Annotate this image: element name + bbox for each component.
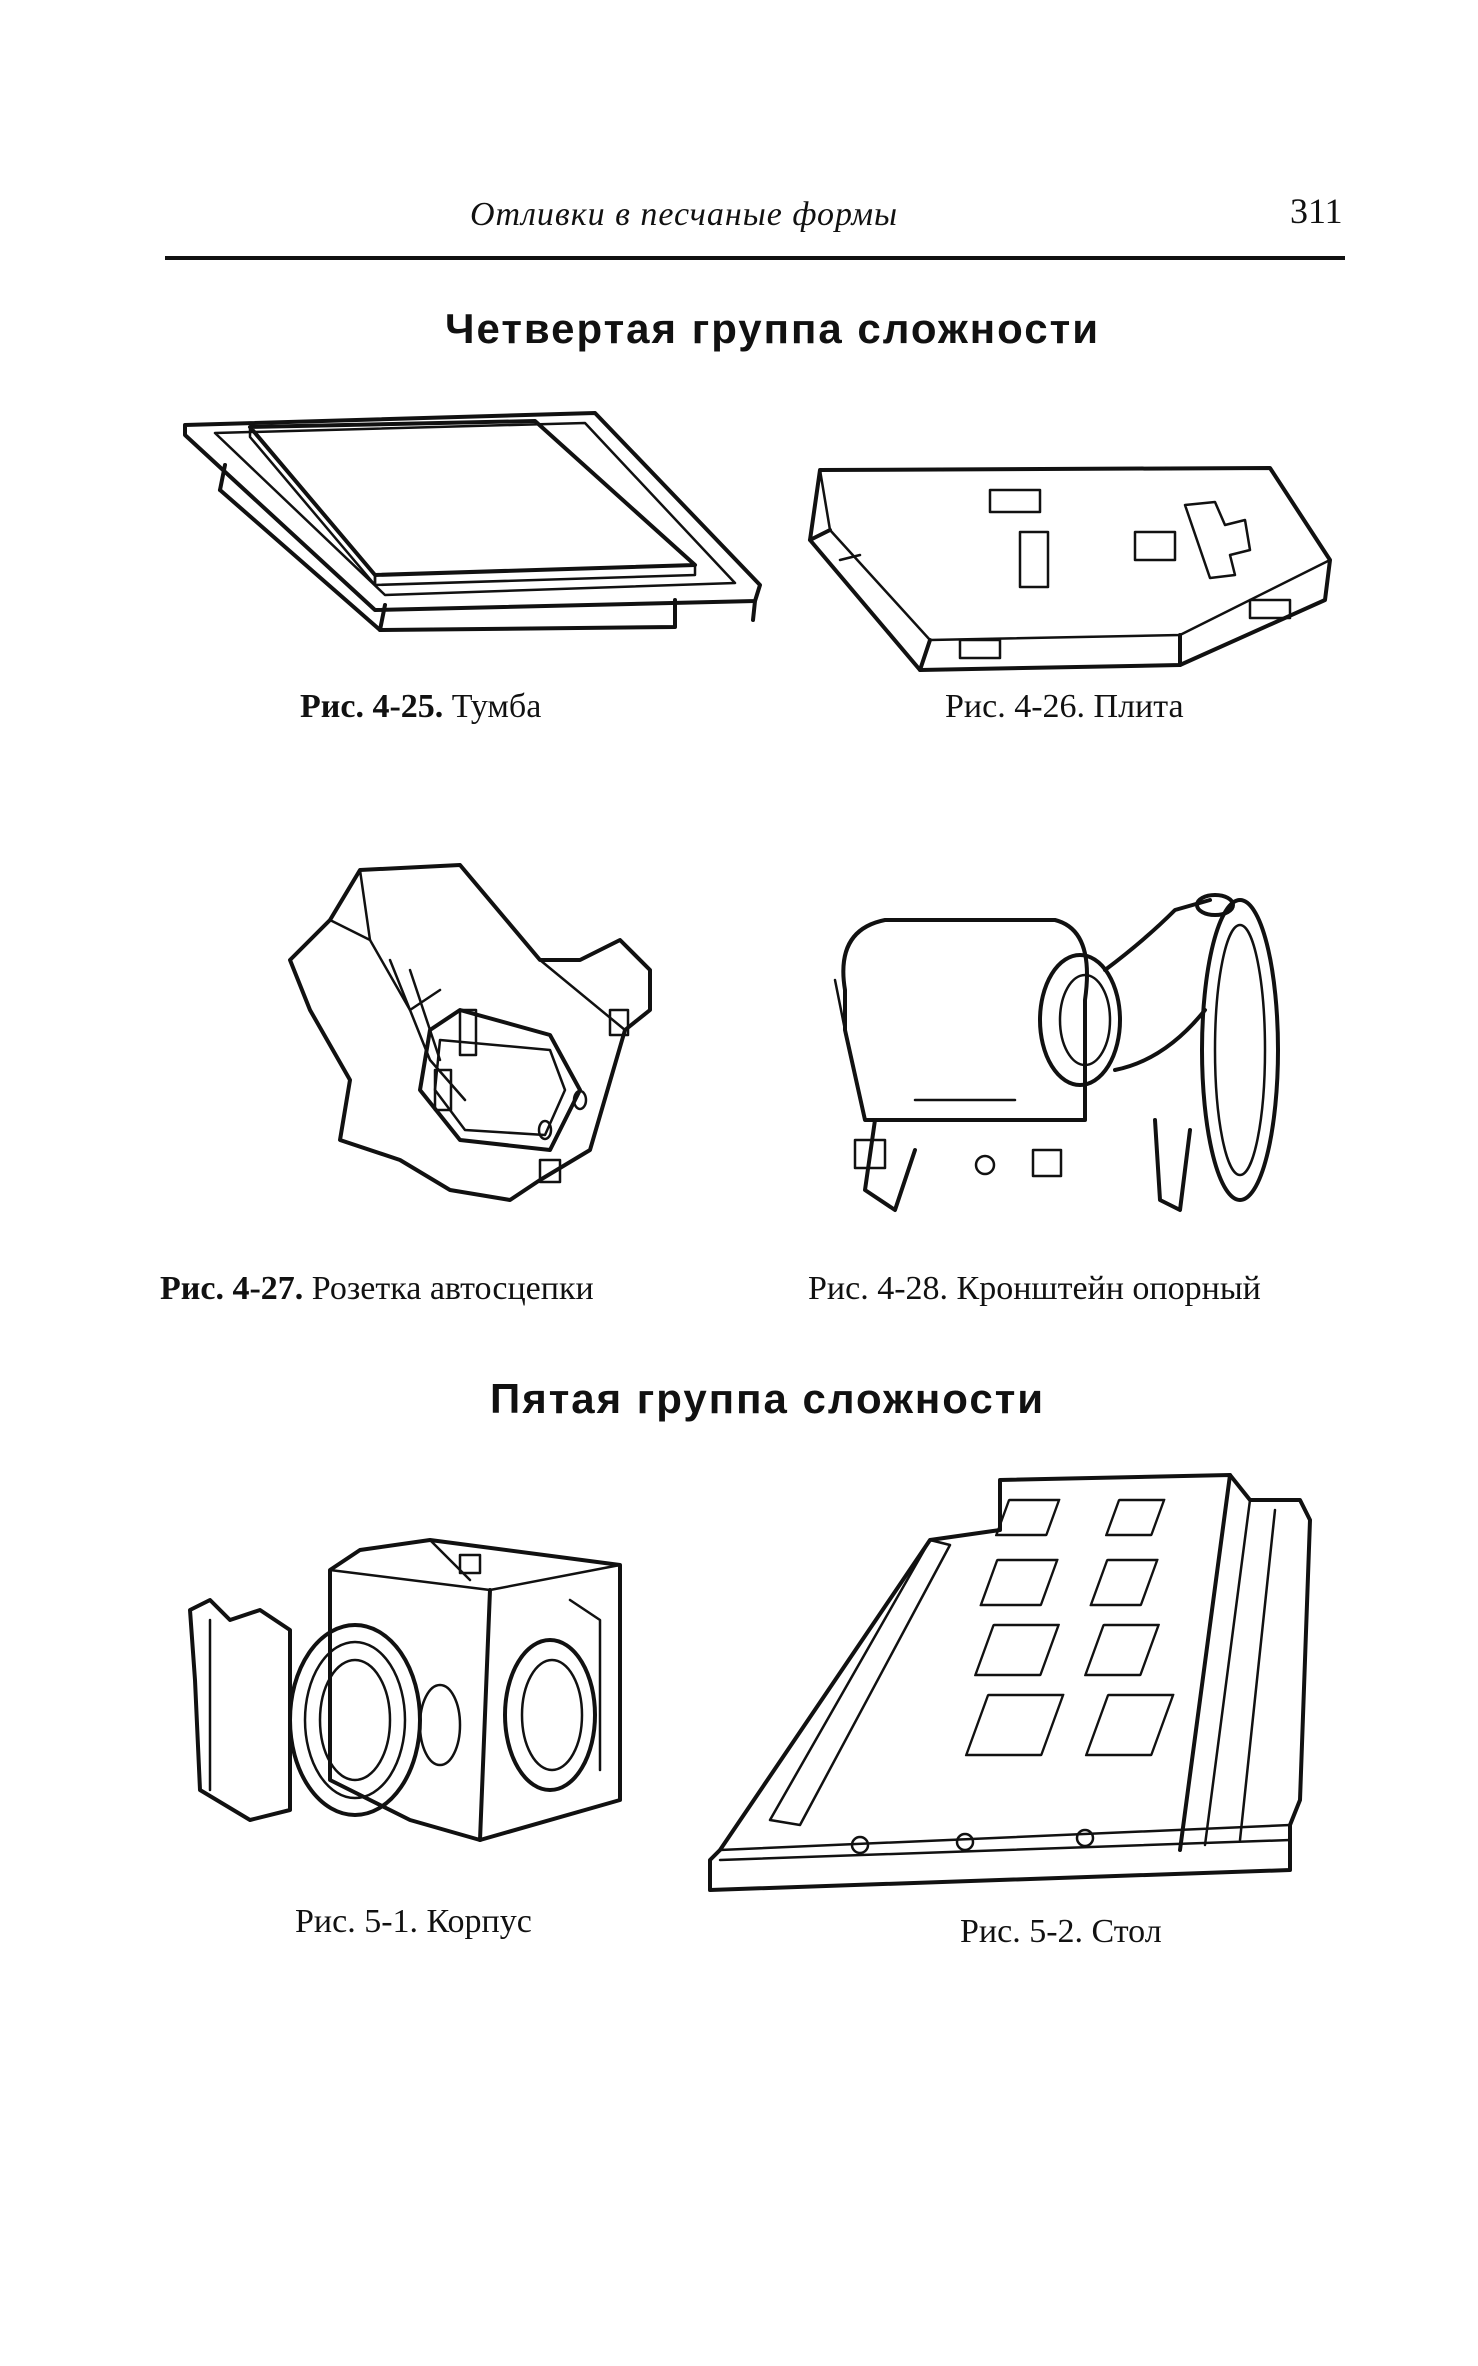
caption-fig-4-25: Рис. 4-25. Тумба xyxy=(300,688,541,726)
figure-number: Рис. 4-27. xyxy=(160,1270,304,1307)
figure-title: Стол xyxy=(1091,1913,1162,1950)
figure-title: Розетка автосцепки xyxy=(311,1270,594,1307)
support-bracket-icon xyxy=(833,893,1280,1212)
figure-number: Рис. 4-28. xyxy=(808,1270,949,1307)
figure-number: Рис. 5-2. xyxy=(960,1913,1084,1950)
table-casting-icon xyxy=(708,1473,1312,1892)
caption-fig-4-28: Рис. 4-28. Кронштейн опорный xyxy=(808,1270,1261,1308)
caption-fig-5-1: Рис. 5-1. Корпус xyxy=(295,1903,532,1941)
figure-title: Кронштейн опорный xyxy=(956,1270,1261,1307)
figure-title: Плита xyxy=(1093,688,1184,725)
section-heading-group-4: Четвертая группа сложности xyxy=(445,305,1101,352)
caption-fig-4-26: Рис. 4-26. Плита xyxy=(945,688,1184,726)
caption-fig-4-27: Рис. 4-27. Розетка автосцепки xyxy=(160,1270,594,1308)
figure-title: Тумба xyxy=(451,688,542,725)
figure-number: Рис. 5-1. xyxy=(295,1903,419,1940)
caption-fig-5-2: Рис. 5-2. Стол xyxy=(960,1913,1162,1951)
header-rule xyxy=(165,256,1345,260)
coupler-socket-icon xyxy=(288,863,652,1202)
figure-number: Рис. 4-25. xyxy=(300,688,444,725)
plate-casting-icon xyxy=(808,466,1332,672)
running-title: Отливки в песчаные формы xyxy=(470,196,899,233)
figure-title: Корпус xyxy=(426,1903,532,1940)
cabinet-casting-icon xyxy=(183,411,762,632)
housing-casting-icon xyxy=(188,1538,622,1842)
page-number: 311 xyxy=(1290,191,1343,231)
section-heading-group-5: Пятая группа сложности xyxy=(490,1375,1046,1422)
figure-number: Рис. 4-26. xyxy=(945,688,1086,725)
